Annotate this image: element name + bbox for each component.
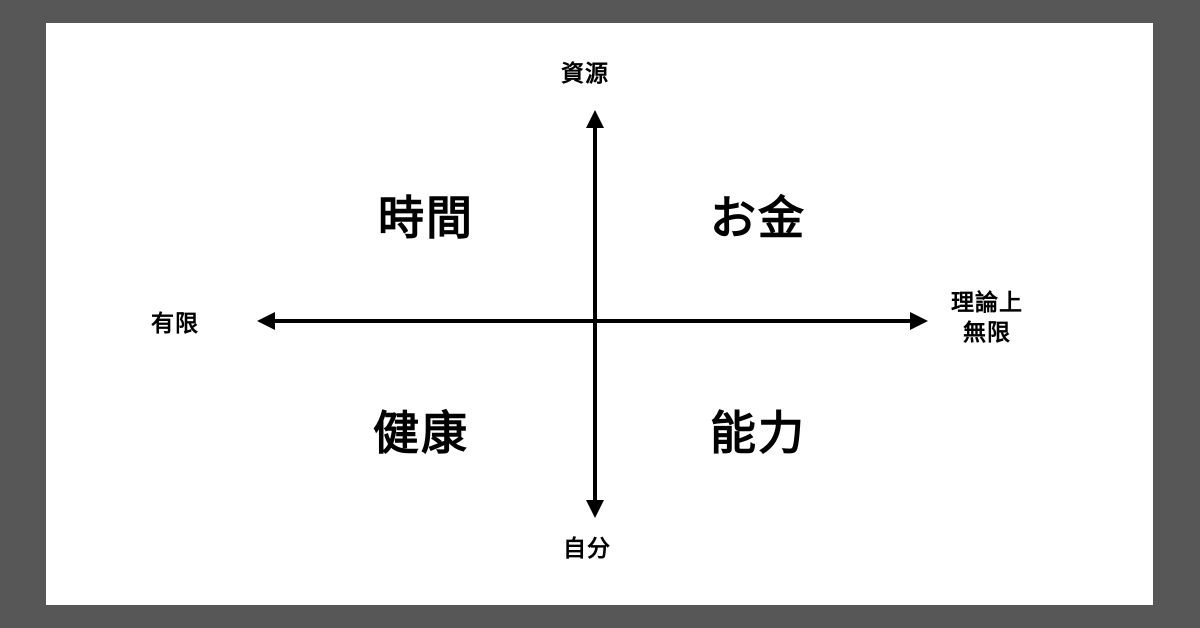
horizontal-axis-arrow [257,312,928,330]
arrowhead-right-icon [910,312,928,330]
axis-label-right-line2: 無限 [963,320,1011,346]
arrowhead-left-icon [257,312,275,330]
axis-label-right: 理論上 無限 [951,288,1023,348]
axis-label-right-line1: 理論上 [951,290,1023,316]
axis-label-left: 有限 [151,311,199,337]
arrowhead-down-icon [586,500,604,518]
quadrant-bottom-right: 能力 [710,406,806,460]
quadrant-bottom-left: 健康 [373,406,469,460]
axis-label-top: 資源 [561,61,609,87]
quadrant-top-left: 時間 [378,191,474,245]
quadrant-top-right: お金 [710,191,806,245]
axis-label-bottom: 自分 [563,536,611,562]
vertical-axis-arrow [586,110,604,518]
arrowhead-up-icon [586,110,604,128]
